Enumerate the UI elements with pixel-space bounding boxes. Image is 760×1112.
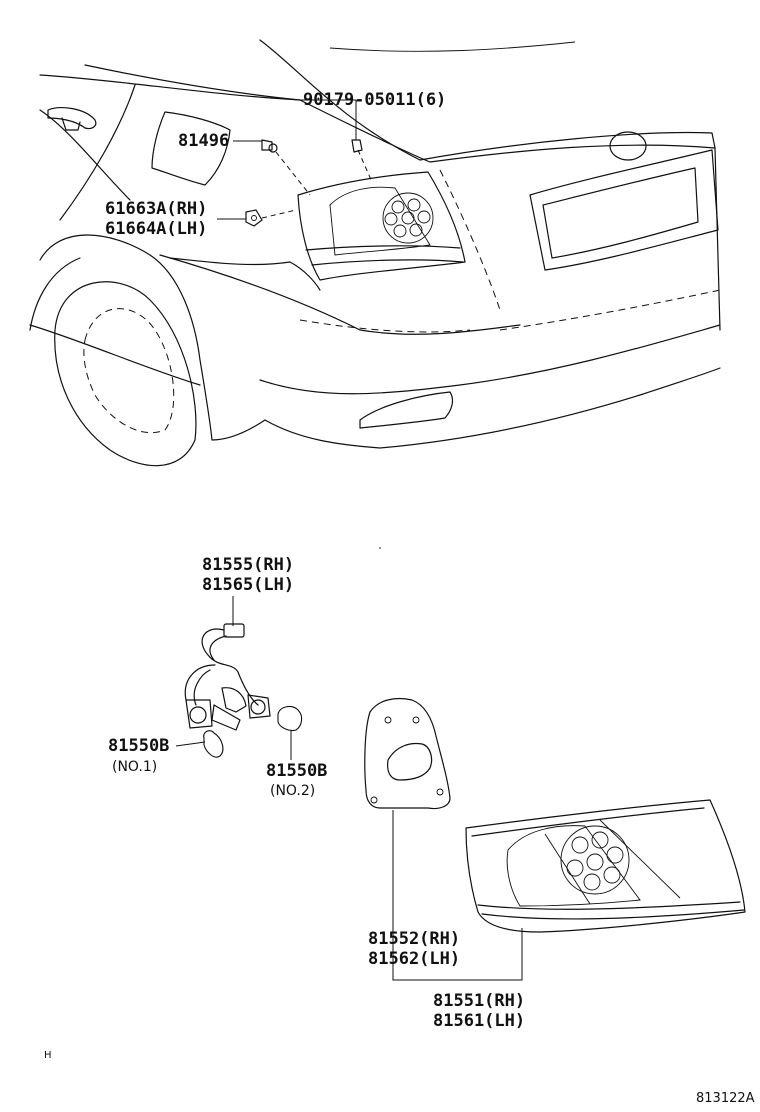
bulb-no1-icon xyxy=(175,730,224,758)
tail-lamp-assembly-icon xyxy=(465,799,746,933)
screw-81496-icon xyxy=(261,139,278,153)
gasket-icon xyxy=(364,697,451,810)
diagram-code: 813122A xyxy=(696,1091,755,1106)
lamp-rh-part-number: 81551(RH) xyxy=(433,991,526,1011)
corner-mark: H xyxy=(44,1050,52,1061)
car-rear-illustration xyxy=(29,39,721,467)
nut-lh-part-number: 61664A(LH) xyxy=(105,219,208,239)
screw-part-number: 81496 xyxy=(178,131,230,151)
socket-rh-part-number: 81555(RH) xyxy=(202,555,295,575)
bolt-part-number: 90179-05011(6) xyxy=(303,90,447,110)
socket-wire-assembly xyxy=(184,596,271,731)
bulb2-note: (NO.2) xyxy=(270,783,316,799)
gasket-lh-part-number: 81562(LH) xyxy=(368,949,461,969)
lamp-lh-part-number: 81561(LH) xyxy=(433,1011,526,1031)
bulb1-note: (NO.1) xyxy=(112,759,158,775)
bulb1-part-number: 81550B xyxy=(108,736,170,756)
nut-61663a-icon xyxy=(245,209,263,227)
gasket-rh-part-number: 81552(RH) xyxy=(368,929,461,949)
bulb-no2-icon xyxy=(277,705,303,760)
socket-lh-part-number: 81565(LH) xyxy=(202,575,295,595)
nut-rh-part-number: 61663A(RH) xyxy=(105,199,208,219)
bulb2-part-number: 81550B xyxy=(266,761,328,781)
bolt-90179-icon xyxy=(351,139,363,153)
